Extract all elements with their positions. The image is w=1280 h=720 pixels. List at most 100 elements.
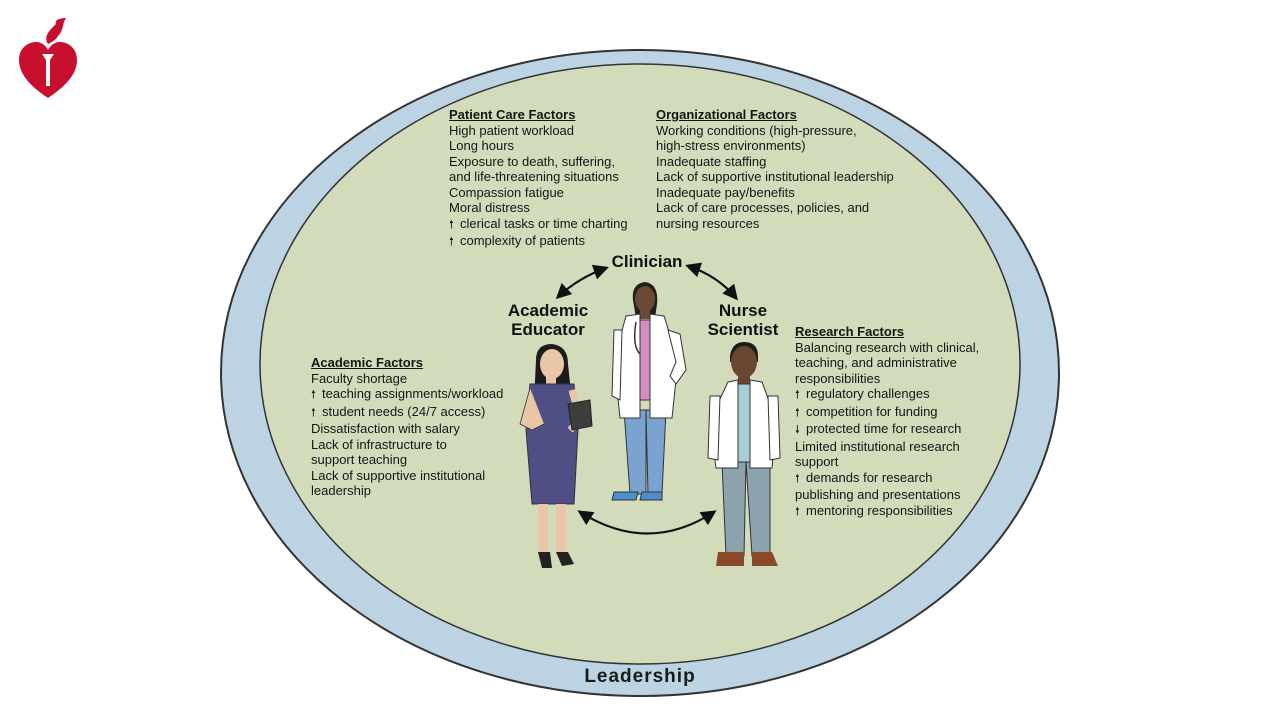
factor-line: nursing resources: [656, 216, 894, 232]
factor-text: Lack of supportive institutional: [311, 467, 486, 483]
factor-text: High patient workload: [449, 122, 575, 138]
factor-text: regulatory challenges: [806, 386, 930, 401]
factor-text: Long hours: [449, 138, 515, 153]
arrow-up-icon: 🠕: [795, 472, 800, 485]
arrow-up-icon: 🠕: [795, 505, 800, 518]
arrow-up-icon: 🠕: [311, 389, 316, 401]
factor-line: support: [795, 454, 979, 470]
factor-text: support teaching: [311, 452, 408, 467]
factor-text: teaching, and administrative: [795, 355, 957, 370]
arrow-up-icon: 🠕: [795, 389, 800, 401]
factor-line: Lack of infrastructure to: [311, 437, 503, 453]
factor-line: 🠕 clerical tasks or time charting: [449, 216, 628, 234]
factor-line: and life-threatening situations: [449, 169, 628, 185]
academic-factors: Academic Factors Faculty shortage 🠕 teachi…: [311, 355, 503, 499]
factor-line: Limited institutional research: [795, 439, 979, 455]
factor-line: Inadequate staffing: [656, 154, 894, 170]
factor-line: Lack of supportive institutional: [311, 468, 503, 484]
arrow-down-icon: 🠗: [795, 424, 800, 436]
research-factors: Research Factors Balancing research with…: [795, 324, 979, 520]
clinician-label: Clinician: [600, 252, 694, 271]
factor-text: and life-threatening situations: [449, 169, 619, 184]
factor-line: responsibilities: [795, 371, 979, 387]
factor-text: student needs (24/7 access): [322, 403, 486, 419]
factor-line: 🠕 student needs (24/7 access): [311, 404, 503, 422]
arrow-up-icon: 🠕: [311, 406, 316, 419]
factor-text: Balancing research with clinical,: [795, 339, 980, 355]
patient-care-factors: Patient Care Factors High patient worklo…: [449, 107, 628, 251]
factor-text: publishing and presentations: [795, 487, 961, 502]
factor-line: Compassion fatigue: [449, 185, 628, 201]
clinician-figure: [611, 282, 687, 501]
factor-text: Inadequate staffing: [656, 153, 767, 169]
factor-line: 🠕 competition for funding: [795, 404, 979, 422]
organizational-heading: Organizational Factors: [656, 107, 797, 122]
factor-line: leadership: [311, 483, 503, 499]
academic-educator-label: Academic Educator: [498, 301, 598, 339]
factor-line: Lack of care processes, policies, and: [656, 200, 894, 216]
factor-text: complexity of patients: [460, 233, 586, 248]
factor-text: Inadequate pay/benefits: [656, 184, 795, 200]
educator-figure: [519, 344, 593, 568]
educator-label-line-1: Academic: [507, 301, 589, 320]
factor-line: high-stress environments): [656, 138, 894, 154]
arrow-up-icon: 🠕: [449, 218, 454, 231]
research-heading: Research Factors: [795, 324, 905, 339]
factor-text: responsibilities: [795, 370, 881, 386]
factor-line: 🠕 demands for research: [795, 470, 979, 488]
factor-text: Working conditions (high-pressure,: [656, 122, 857, 138]
factor-line: support teaching: [311, 452, 503, 468]
factor-line: Working conditions (high-pressure,: [656, 123, 894, 139]
arrow-up-icon: 🠕: [795, 406, 800, 419]
factor-text: Lack of infrastructure to: [311, 436, 447, 452]
scientist-label-line-1: Nurse: [718, 301, 768, 320]
factor-line: Dissatisfaction with salary: [311, 421, 503, 437]
factor-text: demands for research: [806, 469, 933, 485]
factor-text: Lack of supportive institutional leaders…: [656, 169, 894, 184]
factor-line: Inadequate pay/benefits: [656, 185, 894, 201]
factor-text: Faculty shortage: [311, 370, 408, 386]
factor-text: Compassion fatigue: [449, 184, 564, 200]
leadership-label: Leadership: [584, 666, 696, 687]
factor-text: teaching assignments/workload: [322, 386, 504, 401]
scientist-figure: [707, 342, 781, 566]
factor-text: support: [795, 454, 839, 469]
heart-torch-icon: [19, 18, 77, 98]
arrow-clinician-scientist: [685, 262, 738, 301]
clinician-label-line: Clinician: [611, 252, 683, 271]
factor-text: clerical tasks or time charting: [460, 215, 628, 231]
arrow-educator-scientist: [577, 510, 717, 535]
factor-line: Lack of supportive institutional leaders…: [656, 169, 894, 185]
factor-text: nursing resources: [656, 215, 760, 231]
factor-line: 🠕 complexity of patients: [449, 233, 628, 251]
factor-text: protected time for research: [806, 421, 962, 436]
factor-text: high-stress environments): [656, 138, 806, 153]
factor-line: Moral distress: [449, 200, 628, 216]
factor-line: teaching, and administrative: [795, 355, 979, 371]
patient-care-heading: Patient Care Factors: [449, 107, 576, 122]
factor-line: Balancing research with clinical,: [795, 340, 979, 356]
factor-line: 🠕 mentoring responsibilities: [795, 503, 979, 521]
arrow-clinician-educator: [555, 264, 609, 300]
organizational-factors: Organizational Factors Working condition…: [656, 107, 894, 231]
factor-text: Limited institutional research: [795, 438, 960, 454]
academic-heading: Academic Factors: [311, 355, 423, 370]
factor-line: 🠗 protected time for research: [795, 421, 979, 439]
factor-line: publishing and presentations: [795, 487, 979, 503]
factor-text: Exposure to death, suffering,: [449, 153, 615, 169]
factor-text: Lack of care processes, policies, and: [656, 200, 870, 215]
factor-line: Faculty shortage: [311, 371, 503, 387]
arrow-up-icon: 🠕: [449, 236, 454, 248]
factor-text: leadership: [311, 483, 371, 498]
factor-text: competition for funding: [806, 403, 938, 419]
educator-label-line-2: Educator: [511, 320, 585, 339]
scientist-label-line-2: Scientist: [707, 320, 779, 339]
factor-text: mentoring responsibilities: [806, 502, 953, 518]
factor-text: Dissatisfaction with salary: [311, 421, 460, 436]
nurse-scientist-label: Nurse Scientist: [698, 301, 788, 339]
factor-line: High patient workload: [449, 123, 628, 139]
factor-line: 🠕 teaching assignments/workload: [311, 386, 503, 404]
factor-line: Exposure to death, suffering,: [449, 154, 628, 170]
